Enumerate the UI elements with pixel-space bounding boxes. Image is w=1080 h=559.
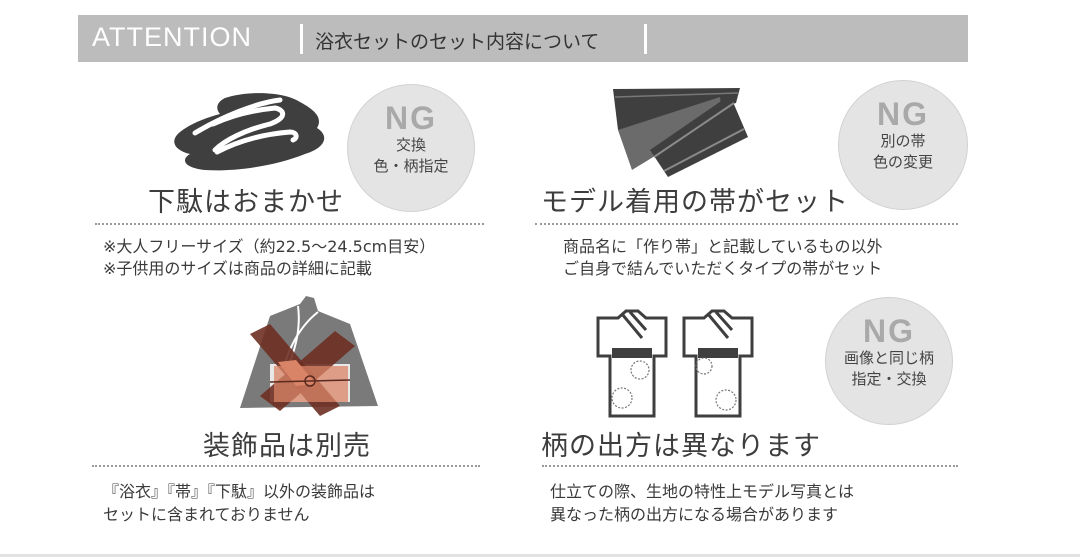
ng-line: 色・柄指定 bbox=[373, 157, 449, 175]
header-label-jp: 浴衣セットのセット内容について bbox=[315, 31, 600, 53]
ng-mark: NG bbox=[877, 96, 929, 132]
note-line: 『浴衣』『帯』『下駄』以外の装飾品は bbox=[103, 482, 376, 501]
note-line: ご自身で結んでいただくタイプの帯がセット bbox=[563, 259, 883, 278]
dotted-divider bbox=[95, 223, 484, 225]
ng-mark: NG bbox=[863, 313, 915, 349]
ng-line: 指定・交換 bbox=[851, 370, 927, 388]
section-title: 柄の出方は異なります bbox=[541, 431, 821, 462]
dotted-divider bbox=[542, 465, 958, 467]
geta-sandal-icon bbox=[174, 93, 325, 171]
yukata-pattern-icon bbox=[596, 309, 754, 418]
header-separator-left bbox=[300, 24, 303, 54]
ng-line: 交換 bbox=[395, 136, 426, 154]
section-title: モデル着用の帯がセット bbox=[541, 187, 849, 218]
ng-badge: NG 交換 色・柄指定 bbox=[347, 84, 475, 212]
ng-line: 別の帯 bbox=[880, 132, 926, 150]
ng-line: 色の変更 bbox=[872, 153, 933, 171]
dotted-divider bbox=[92, 465, 480, 467]
header-label-en: ATTENTION bbox=[92, 22, 252, 52]
note-line: ※大人フリーサイズ（約22.5～24.5cm目安） bbox=[103, 237, 436, 256]
kimono-crossed-out-icon bbox=[240, 296, 378, 416]
section-title: 下駄はおまかせ bbox=[148, 187, 344, 218]
ng-mark: NG bbox=[385, 100, 437, 136]
note-line: 商品名に「作り帯」と記載しているもの以外 bbox=[563, 237, 883, 256]
section-title: 装飾品は別売 bbox=[203, 431, 371, 462]
ng-line: 画像と同じ柄 bbox=[843, 349, 934, 367]
note-line: 仕立ての際、生地の特性上モデル写真とは bbox=[550, 482, 855, 501]
header-separator-right bbox=[644, 24, 647, 54]
attention-header-bar: ATTENTION 浴衣セットのセット内容について bbox=[78, 15, 968, 62]
note-line: 異なった柄の出方になる場合があります bbox=[550, 505, 839, 524]
ng-badge: NG 別の帯 色の変更 bbox=[838, 80, 968, 210]
ng-badge: NG 画像と同じ柄 指定・交換 bbox=[825, 297, 953, 425]
bottom-border bbox=[0, 554, 1080, 557]
note-line: セットに含まれておりません bbox=[103, 505, 310, 524]
obi-sash-icon bbox=[613, 88, 748, 177]
dotted-divider bbox=[535, 223, 958, 225]
note-line: ※子供用のサイズは商品の詳細に記載 bbox=[103, 259, 372, 278]
